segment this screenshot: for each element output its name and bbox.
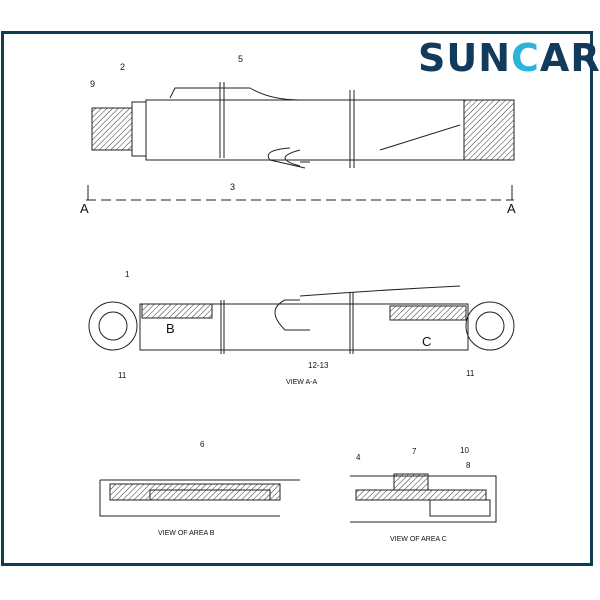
view-aa-cylinder (88, 285, 515, 354)
callout-8: 8 (466, 461, 471, 470)
view-b-caption: VIEW OF AREA B (158, 530, 215, 537)
section-label-right: A (507, 201, 516, 216)
area-c-label: C (422, 334, 431, 349)
callout-5: 5 (238, 54, 243, 64)
callout-3: 3 (230, 182, 235, 192)
area-b-label: B (166, 321, 175, 336)
view-c-caption: VIEW OF AREA C (390, 536, 447, 543)
view-c-detail (350, 473, 497, 523)
view-aa-caption: VIEW A-A (286, 379, 317, 386)
callout-11-left: 11 (118, 371, 127, 380)
callout-2: 2 (120, 62, 125, 72)
section-label-left: A (80, 201, 89, 216)
callout-7: 7 (412, 447, 417, 456)
callout-10: 10 (460, 446, 469, 455)
top-view-cylinder (86, 82, 515, 201)
callout-4: 4 (356, 453, 361, 462)
image-frame (1, 31, 593, 566)
callout-1: 1 (125, 270, 130, 279)
view-b-detail (99, 479, 300, 517)
callout-11-right: 11 (466, 369, 475, 378)
suncar-logo: SUNCAR (418, 36, 600, 80)
callout-6: 6 (200, 440, 205, 449)
callout-9: 9 (90, 79, 95, 89)
callout-12-13: 12-13 (308, 361, 329, 370)
